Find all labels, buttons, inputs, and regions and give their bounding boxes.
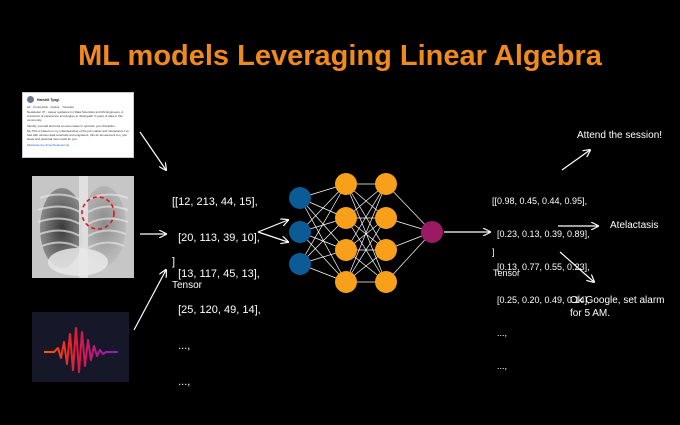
arrow-document-to-tensor [139, 131, 166, 170]
avatar [27, 96, 34, 103]
post-tags: #datascience #machinelearning [27, 142, 70, 147]
output-tensor-row: [0.13, 0.77, 0.55, 0.23], [492, 262, 590, 272]
input-tensor-row: ..., [172, 376, 191, 388]
audio-waveform-image [32, 312, 129, 382]
post-text-3: My This is based on my understanding of … [27, 129, 129, 142]
page-title: ML models Leveraging Linear Algebra [78, 40, 602, 72]
network-edge [299, 183, 347, 265]
input-node [289, 221, 311, 243]
post-author: Harshit Tyagi [36, 97, 60, 102]
output-label-command: Ok Google, set alarm for 5 AM. [570, 295, 665, 319]
input-node [289, 187, 311, 209]
arrow-tensor-to-network-2 [257, 231, 288, 242]
hidden-node [335, 173, 357, 195]
output-label-speech: Attend the session! [577, 130, 663, 141]
output-tensor-row: ..., [492, 328, 508, 338]
arrow-to-speech [561, 150, 590, 171]
post-subtitle: 2d · Connection · Author · Youtuber [27, 104, 75, 109]
input-tensor-label: Tensor [172, 280, 203, 291]
input-tensor-row: [25, 120, 49, 14], [172, 304, 261, 316]
output-tensor-rows: [[0.98, 0.45, 0.44, 0.95], [0.23, 0.13, … [492, 174, 590, 383]
output-tensor-row: [0.25, 0.20, 0.49, 0.14], [492, 295, 590, 305]
output-node [421, 221, 443, 243]
hidden-node [375, 271, 397, 293]
input-tensor-rows: [[12, 213, 44, 15], [20, 113, 39, 10], [… [172, 172, 261, 400]
arrow-to-command [559, 251, 594, 282]
network-edge [345, 183, 387, 251]
output-tensor-row: [[0.98, 0.45, 0.44, 0.95], [492, 196, 588, 206]
output-tensor-row: [0.23, 0.13, 0.39, 0.89], [492, 229, 590, 239]
input-node [289, 253, 311, 275]
input-tensor-row: ..., [172, 340, 191, 352]
network-edge [385, 183, 433, 233]
document-input-image: Harshit Tyagi 2d · Connection · Author ·… [22, 92, 134, 158]
lesion-marker-circle [81, 196, 115, 230]
hidden-node [375, 207, 397, 229]
post-header: Harshit Tyagi [27, 96, 129, 103]
network-edge [299, 197, 347, 283]
post-text-1: Newsletter 37 - career guidance for Data… [27, 110, 124, 123]
network-edge [345, 183, 387, 283]
input-tensor-row: [20, 113, 39, 10], [172, 232, 260, 244]
output-tensor-row: ..., [492, 361, 508, 371]
post-text-2: Identify yourself and look at some ideas… [27, 123, 116, 128]
input-tensor-row: [[12, 213, 44, 15], [172, 196, 258, 208]
network-edge [299, 183, 347, 233]
hidden-node [375, 239, 397, 261]
output-tensor-label: Tensor [493, 268, 521, 278]
output-tensor-close: ] [492, 247, 495, 257]
arrow-audio-to-tensor [133, 270, 166, 331]
arrow-tensor-to-network-1 [257, 220, 288, 233]
input-tensor-close: ] [172, 256, 176, 268]
network-edge [345, 217, 387, 283]
hidden-node [335, 239, 357, 261]
network-edge [385, 231, 433, 283]
hidden-node [335, 271, 357, 293]
hidden-node [375, 173, 397, 195]
output-label-diagnosis: Atelactasis [610, 220, 659, 231]
hidden-node [335, 207, 357, 229]
input-tensor-row: [13, 117, 45, 13], [172, 268, 260, 280]
chest-xray-image [32, 176, 134, 278]
